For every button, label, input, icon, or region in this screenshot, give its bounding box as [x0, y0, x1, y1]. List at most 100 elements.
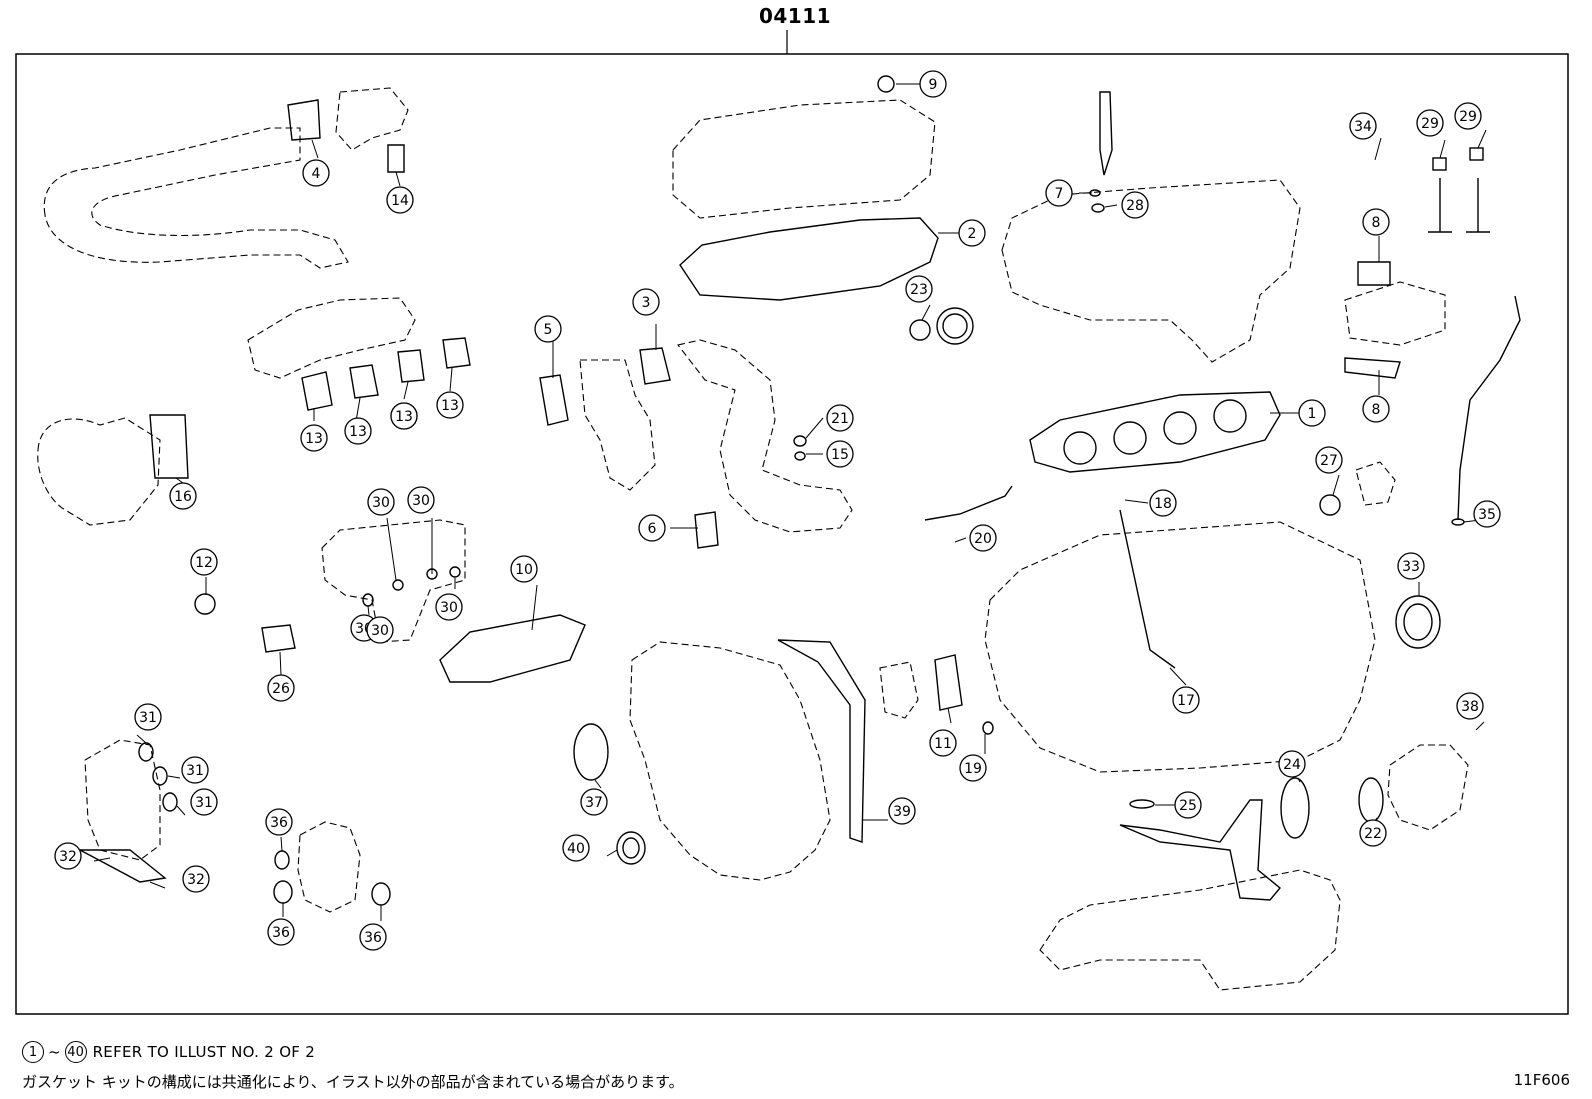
callout-circle [300, 424, 328, 452]
callout-label: 27 [1320, 453, 1338, 469]
callout-circle [534, 315, 562, 343]
callout-label: 29 [1421, 116, 1439, 132]
callout-label: 31 [195, 795, 213, 811]
callout-circle [1362, 208, 1390, 236]
callout-label: 3 [642, 295, 651, 311]
callout-label: 29 [1459, 109, 1477, 125]
callout-13: 13 [344, 417, 372, 445]
callout-6: 6 [638, 514, 666, 542]
callout-circle [1359, 819, 1387, 847]
callout-25: 25 [1174, 791, 1202, 819]
callout-29: 29 [1416, 109, 1444, 137]
callout-31: 31 [181, 756, 209, 784]
callout-13: 13 [436, 391, 464, 419]
figure-code: 11F606 [1513, 1071, 1570, 1089]
callout-label: 28 [1126, 198, 1144, 214]
callout-circle [969, 524, 997, 552]
callout-8: 8 [1362, 395, 1390, 423]
callout-circle [1454, 102, 1482, 130]
callout-27: 27 [1315, 446, 1343, 474]
callout-40: 40 [562, 834, 590, 862]
callout-label: 39 [893, 804, 911, 820]
japanese-note: ガスケット キットの構成には共通化により、イラスト以外の部品が含まれている場合が… [22, 1073, 684, 1091]
callout-label: 38 [1461, 699, 1479, 715]
callout-label: 22 [1364, 826, 1382, 842]
callout-16: 16 [169, 482, 197, 510]
callout-label: 18 [1154, 496, 1172, 512]
callout-circle [1278, 750, 1306, 778]
callout-2: 2 [958, 219, 986, 247]
callout-label: 8 [1372, 402, 1381, 418]
callout-circle [134, 703, 162, 731]
callout-label: 25 [1179, 798, 1197, 814]
callout-label: 31 [186, 763, 204, 779]
callout-label: 7 [1055, 186, 1064, 202]
callout-label: 31 [139, 710, 157, 726]
callout-30: 30 [366, 616, 394, 644]
callout-label: 35 [1478, 507, 1496, 523]
callout-circle [190, 548, 218, 576]
callout-circle [826, 404, 854, 432]
assembly-part-number: 04111 [758, 4, 832, 28]
callout-label: 32 [59, 849, 77, 865]
leader-lines [93, 83, 1487, 921]
callout-label: 13 [395, 409, 413, 425]
callout-circle [580, 788, 608, 816]
callout-circle [1174, 791, 1202, 819]
callout-circle [919, 70, 947, 98]
callout-label: 37 [585, 795, 603, 811]
callout-38: 38 [1456, 692, 1484, 720]
callout-label: 13 [305, 431, 323, 447]
callout-36: 36 [267, 918, 295, 946]
callout-circle [267, 674, 295, 702]
callout-circle [1149, 489, 1177, 517]
callout-label: 9 [929, 77, 938, 93]
callout-32: 32 [54, 842, 82, 870]
callout-circle [826, 440, 854, 468]
callout-36: 36 [265, 808, 293, 836]
callout-8: 8 [1362, 208, 1390, 236]
callout-label: 11 [934, 736, 952, 752]
callout-30: 30 [367, 488, 395, 516]
diagram-frame [15, 53, 1569, 1015]
callout-label: 15 [831, 447, 849, 463]
callout-label: 36 [272, 925, 290, 941]
callout-label: 10 [515, 562, 533, 578]
callout-31: 31 [190, 788, 218, 816]
callout-circle [929, 729, 957, 757]
callout-23: 23 [905, 275, 933, 303]
callout-circle [958, 219, 986, 247]
callout-label: 20 [974, 531, 992, 547]
range-separator: ~ [48, 1043, 61, 1061]
callout-24: 24 [1278, 750, 1306, 778]
callout-circle [54, 842, 82, 870]
callout-circle [959, 754, 987, 782]
callout-17: 17 [1172, 686, 1200, 714]
callout-15: 15 [826, 440, 854, 468]
callout-label: 21 [831, 411, 849, 427]
callout-label: 19 [964, 761, 982, 777]
callout-4: 4 [302, 159, 330, 187]
callout-label: 17 [1177, 693, 1195, 709]
callout-circle [407, 486, 435, 514]
callout-circle [632, 288, 660, 316]
callout-35: 35 [1473, 500, 1501, 528]
callout-label: 4 [312, 166, 321, 182]
callout-circle [302, 159, 330, 187]
callout-circle [390, 402, 418, 430]
callout-label: 24 [1283, 757, 1301, 773]
callout-circle [436, 391, 464, 419]
range-note: 1 ~ 40 REFER TO ILLUST NO. 2 OF 2 [22, 1041, 315, 1063]
callout-36: 36 [359, 923, 387, 951]
callout-circle [366, 616, 394, 644]
callout-label: 13 [349, 424, 367, 440]
reference-text: REFER TO ILLUST NO. 2 OF 2 [92, 1043, 316, 1061]
callout-label: 6 [648, 521, 657, 537]
callout-circle [267, 918, 295, 946]
callout-circle [1349, 112, 1377, 140]
callout-label: 1 [1308, 406, 1317, 422]
callout-circle [638, 514, 666, 542]
callout-circle [888, 797, 916, 825]
callout-5: 5 [534, 315, 562, 343]
callout-18: 18 [1149, 489, 1177, 517]
